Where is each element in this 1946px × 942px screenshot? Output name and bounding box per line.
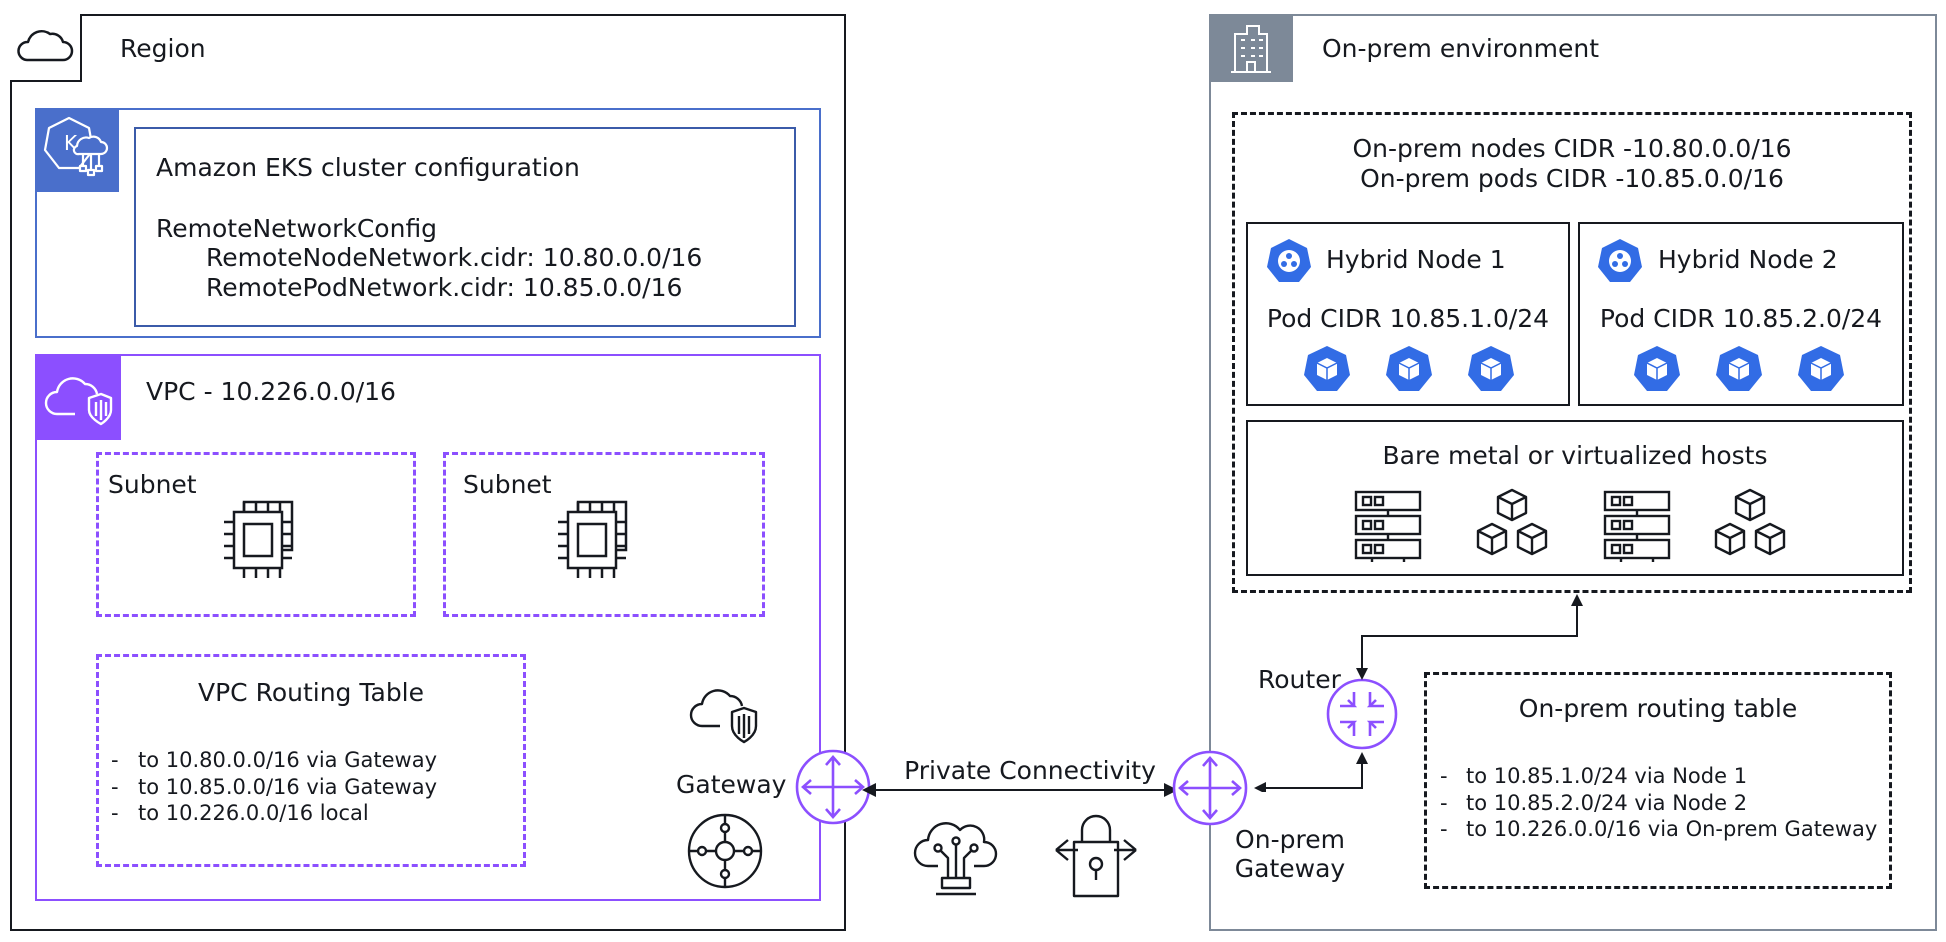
cubes-icon [1714, 488, 1786, 556]
eks-config-panel [134, 127, 796, 327]
onprem-icon-badge [1209, 14, 1293, 82]
onprem-routing-table-title: On-prem routing table [1518, 694, 1798, 723]
eks-config-group [35, 108, 821, 338]
router-label: Router [1258, 665, 1341, 694]
router-to-hosts-arrow [1356, 594, 1583, 680]
cloud-shield-icon [689, 689, 758, 744]
onprem-route-dash: - [1440, 764, 1448, 788]
vpc-icon-badge [35, 354, 121, 440]
cubes-icon [1476, 488, 1548, 556]
gateway-label: Gateway [676, 770, 787, 799]
router-icon [795, 749, 871, 825]
k8s-pod-icon [1386, 346, 1432, 391]
router-icon [1326, 678, 1398, 750]
remote-pod-network: RemotePodNetwork.cidr: 10.85.0.0/16 [206, 273, 683, 302]
subnet-1-label: Subnet [108, 470, 197, 499]
k8s-pod-icon [1468, 346, 1514, 391]
eks-icon-badge: K [35, 108, 119, 192]
k8s-pod-icon [1798, 346, 1844, 391]
hybrid-node-2-pod-cidr: Pod CIDR 10.85.2.0/24 [1599, 304, 1883, 333]
vpc-route-3: to 10.226.0.0/16 local [138, 801, 369, 825]
onprem-route-dash: - [1440, 817, 1448, 841]
ec2-instance-icon [558, 500, 628, 578]
vpc-group [35, 354, 821, 901]
vpc-routing-table-title: VPC Routing Table [197, 678, 425, 707]
cloud-circuit-icon [913, 822, 998, 896]
onprem-route-1: to 10.85.1.0/24 via Node 1 [1466, 764, 1748, 788]
ec2-instance-icon [224, 500, 294, 578]
onprem-route-2: to 10.85.2.0/24 via Node 2 [1466, 791, 1748, 815]
eks-icon: K [43, 116, 109, 177]
server-icon [1354, 490, 1422, 562]
onprem-cidr-group [1232, 112, 1912, 593]
k8s-pod-icon [1716, 346, 1762, 391]
subnet-2 [443, 452, 765, 617]
transit-gateway-icon [687, 813, 763, 889]
vpc-route-dash: - [111, 801, 119, 825]
region-label: Region [120, 34, 206, 63]
onprem-route-dash: - [1440, 791, 1448, 815]
vpc-route-dash: - [111, 748, 119, 772]
vpc-route-dash: - [111, 775, 119, 799]
hybrid-node-1-pod-cidr: Pod CIDR 10.85.1.0/24 [1266, 304, 1550, 333]
hybrid-node-1 [1246, 222, 1570, 406]
onprem-pods-cidr: On-prem pods CIDR -10.85.0.0/16 [1360, 164, 1784, 193]
hosts-label: Bare metal or virtualized hosts [1382, 441, 1768, 470]
k8s-node-icon [1267, 239, 1311, 282]
hosts-group [1246, 420, 1904, 576]
hybrid-node-1-name: Hybrid Node 1 [1326, 245, 1506, 274]
remote-node-network: RemoteNodeNetwork.cidr: 10.80.0.0/16 [206, 243, 703, 272]
k8s-pod-icon [1304, 346, 1350, 391]
building-icon [1231, 25, 1271, 73]
subnet-2-label: Subnet [463, 470, 552, 499]
cloud-icon [17, 29, 74, 62]
vpc-route-2: to 10.85.0.0/16 via Gateway [138, 775, 437, 799]
router-icon [1172, 750, 1248, 826]
onprem-label: On-prem environment [1322, 34, 1600, 63]
vpc-icon [44, 377, 113, 426]
region-group [10, 14, 846, 931]
private-connectivity-arrow [862, 783, 1178, 797]
region-icon-badge [10, 14, 82, 82]
onprem-nodes-cidr: On-prem nodes CIDR -10.80.0.0/16 [1352, 134, 1792, 163]
onprem-routing-table [1424, 672, 1892, 889]
onprem-group [1209, 14, 1937, 931]
private-connectivity-label: Private Connectivity [904, 756, 1156, 785]
server-icon [1603, 490, 1671, 562]
onprem-gateway-label-1: On-prem [1235, 825, 1345, 854]
vpc-label: VPC - 10.226.0.0/16 [146, 377, 396, 406]
eks-config-title: Amazon EKS cluster configuration [156, 153, 580, 182]
hybrid-node-2-name: Hybrid Node 2 [1658, 245, 1838, 274]
onprem-route-3: to 10.226.0.0/16 via On-prem Gateway [1466, 817, 1878, 841]
hybrid-node-2 [1578, 222, 1904, 406]
onprem-gateway-label-2: Gateway [1234, 854, 1346, 883]
subnet-1 [96, 452, 416, 617]
gateway-to-router-arrow [1254, 752, 1368, 792]
lock-icon [1055, 814, 1137, 898]
k8s-node-icon [1598, 239, 1642, 282]
k8s-pod-icon [1634, 346, 1680, 391]
remote-network-config: RemoteNetworkConfig [156, 214, 438, 243]
vpc-route-1: to 10.80.0.0/16 via Gateway [138, 748, 437, 772]
vpc-routing-table [96, 654, 526, 867]
